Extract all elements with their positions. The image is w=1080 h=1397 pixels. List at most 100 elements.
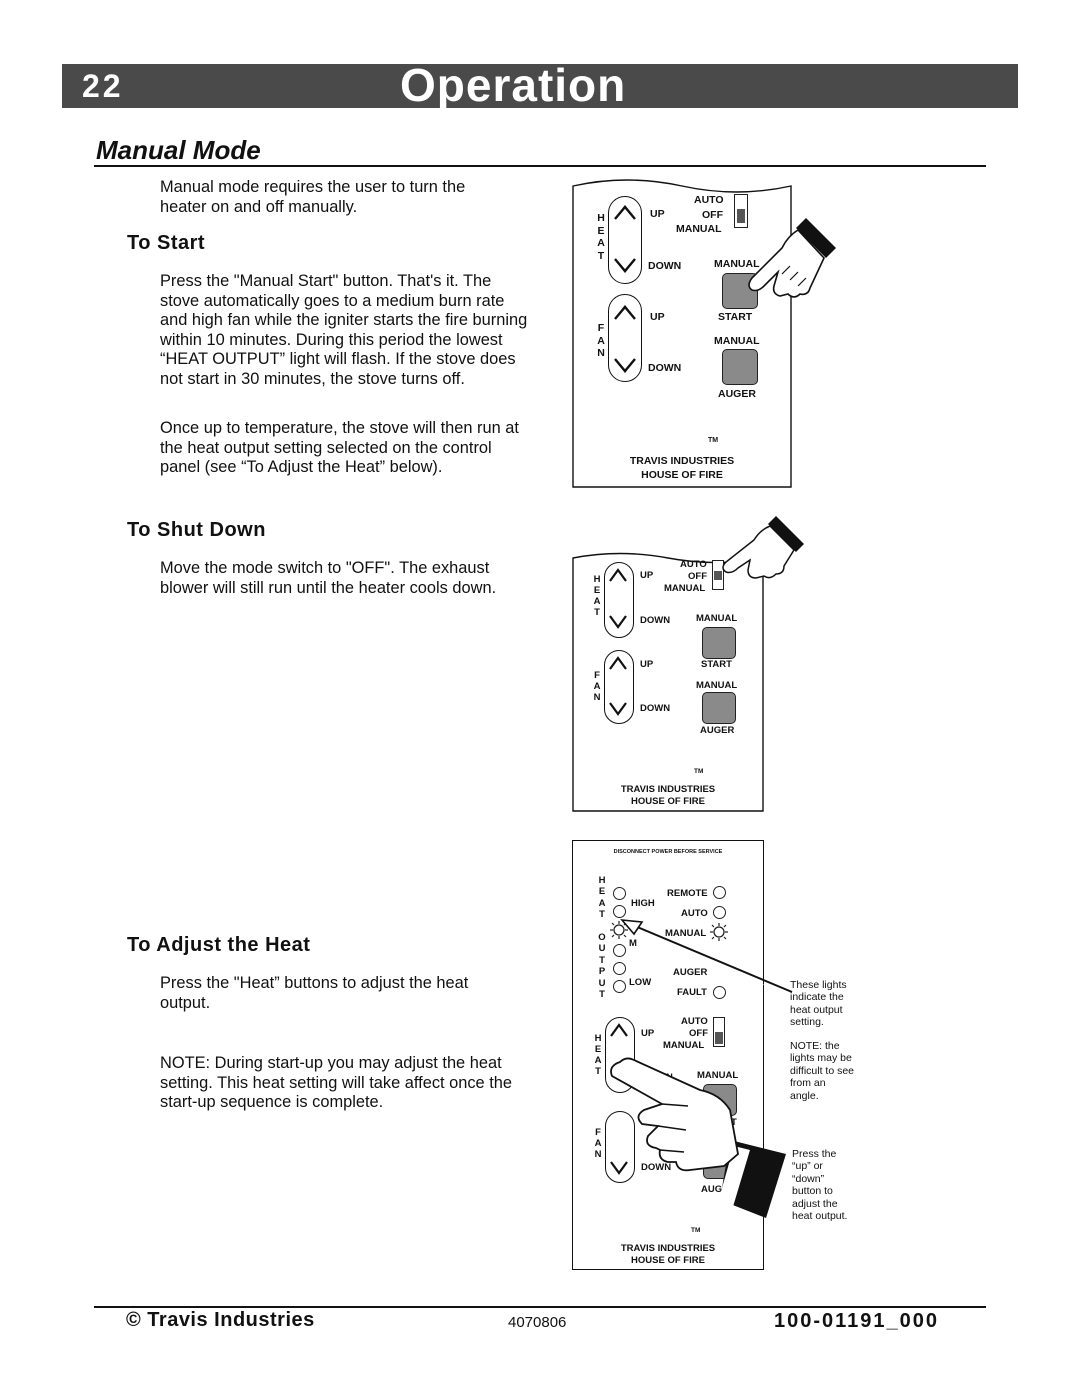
manual-auger-button[interactable] bbox=[702, 692, 736, 724]
brand-line-1: TRAVIS INDUSTRIES bbox=[629, 455, 735, 467]
heat-rocker[interactable] bbox=[605, 1017, 635, 1093]
fault-led bbox=[713, 986, 726, 999]
fan-down-label-partial: DOWN bbox=[641, 1162, 672, 1173]
fan-rocker[interactable] bbox=[608, 294, 642, 382]
mode-switch[interactable] bbox=[734, 194, 748, 228]
heat-letter-t: T bbox=[595, 1066, 601, 1077]
brand-line-2: HOUSE OF FIRE bbox=[631, 1255, 705, 1266]
manual-mode-label: MANUAL bbox=[664, 583, 706, 594]
off-label: OFF bbox=[689, 1028, 708, 1039]
mode-switch[interactable] bbox=[713, 1017, 725, 1047]
page-title: Operation bbox=[400, 59, 627, 111]
start-label: START bbox=[718, 311, 753, 323]
heat-up-arrow-icon[interactable] bbox=[609, 1021, 629, 1044]
heat-up-arrow-icon[interactable] bbox=[613, 202, 637, 227]
start-label-partial: T bbox=[731, 1117, 737, 1128]
remote-led bbox=[713, 886, 726, 899]
to-adjust-paragraph: Press the "Heat” buttons to adjust the h… bbox=[160, 974, 469, 1012]
fan-letter-f: F bbox=[595, 1127, 601, 1138]
control-panel-start: H E A T UP DOWN AUTO OFF MANUAL MANUAL S… bbox=[572, 172, 792, 488]
to-adjust-note: NOTE: During start-up you may adjust the… bbox=[160, 1054, 512, 1111]
fan-rocker[interactable] bbox=[604, 650, 634, 724]
to-start-heading: To Start bbox=[127, 232, 206, 254]
lights-note: These lights indicate the heat output se… bbox=[790, 979, 847, 1029]
medium-label-partial: M bbox=[629, 938, 637, 949]
heat-down-arrow-icon[interactable] bbox=[608, 613, 628, 636]
to-start-paragraph-2: Once up to temperature, the stove will t… bbox=[160, 419, 519, 476]
heat-letter-a: A bbox=[594, 1055, 602, 1066]
heat-letter-h: H bbox=[593, 574, 601, 585]
auto-status-label: AUTO bbox=[681, 908, 708, 919]
fan-up-arrow-icon[interactable] bbox=[613, 302, 637, 327]
heat-letter-t: T bbox=[594, 607, 600, 618]
to-shut-down-heading: To Shut Down bbox=[127, 519, 266, 541]
fault-label: FAULT bbox=[677, 987, 707, 998]
heat-output-led bbox=[613, 944, 626, 957]
heat-letter-e: E bbox=[594, 1044, 602, 1055]
heat-letter-e: E bbox=[593, 585, 601, 596]
output-letter: U bbox=[598, 977, 606, 989]
off-label: OFF bbox=[702, 209, 723, 221]
heat-output-led bbox=[613, 962, 626, 975]
remote-label: REMOTE bbox=[667, 888, 708, 899]
fan-letter-f: F bbox=[594, 670, 600, 681]
fan-letter-a: A bbox=[593, 681, 601, 692]
page-number: 22 bbox=[82, 68, 124, 104]
auto-label: AUTO bbox=[694, 194, 724, 206]
to-start-paragraph-1: Press the "Manual Start" button. That's … bbox=[160, 272, 528, 388]
pointing-hand-icon bbox=[716, 512, 808, 589]
heat-output-led bbox=[613, 887, 626, 900]
heat-letter-h: H bbox=[594, 1033, 602, 1044]
mode-switch[interactable] bbox=[712, 560, 724, 590]
pointing-hand-icon bbox=[738, 214, 838, 319]
fan-down-arrow-icon[interactable] bbox=[608, 700, 628, 723]
heat-output-led bbox=[613, 905, 626, 918]
off-label: OFF bbox=[688, 571, 707, 582]
output-letter: E bbox=[598, 886, 606, 898]
heat-output-led-flashing-icon bbox=[610, 921, 628, 944]
heat-down-arrow-icon[interactable] bbox=[613, 256, 637, 281]
heat-letter-t: T bbox=[597, 249, 605, 262]
heat-rocker[interactable] bbox=[608, 196, 642, 284]
heat-rocker[interactable] bbox=[604, 562, 634, 638]
manual-auger-button[interactable] bbox=[722, 349, 758, 385]
heat-letter-h: H bbox=[597, 212, 605, 224]
section-title: Manual Mode bbox=[96, 135, 261, 165]
fan-down-arrow-icon[interactable] bbox=[613, 356, 637, 381]
angle-note: NOTE: the lights may be difficult to see… bbox=[790, 1040, 855, 1102]
output-letter: U bbox=[598, 943, 606, 955]
heat-up-arrow-icon[interactable] bbox=[608, 566, 628, 589]
fan-up-arrow-icon[interactable] bbox=[608, 654, 628, 677]
manual-start-label-top: MANUAL bbox=[696, 613, 738, 624]
auto-label: AUTO bbox=[680, 559, 707, 570]
fan-letter-n: N bbox=[593, 692, 601, 703]
heat-letter-a: A bbox=[597, 237, 605, 249]
fan-letter-a: A bbox=[594, 1138, 602, 1149]
brand-line-1: TRAVIS INDUSTRIES bbox=[620, 1243, 716, 1254]
fan-rocker[interactable] bbox=[605, 1111, 635, 1183]
output-letter: T bbox=[599, 909, 605, 921]
trademark-label: TM bbox=[708, 437, 719, 444]
fan-letter-f: F bbox=[597, 322, 605, 334]
fan-down-label: DOWN bbox=[648, 362, 682, 374]
auto-led bbox=[713, 906, 726, 919]
manual-start-button[interactable] bbox=[702, 627, 736, 659]
panel-outline bbox=[572, 179, 792, 488]
manual-start-button[interactable] bbox=[722, 273, 758, 309]
footer-part-number: 100-01191_000 bbox=[774, 1310, 940, 1332]
manual-auger-label-top: MANUAL bbox=[696, 680, 738, 691]
heat-output-led bbox=[613, 980, 626, 993]
heat-letter-e: E bbox=[597, 224, 605, 237]
start-label: START bbox=[701, 659, 732, 670]
fan-letter-n: N bbox=[594, 1149, 602, 1160]
output-letter: H bbox=[598, 875, 606, 886]
auger-status-label: AUGER bbox=[673, 967, 708, 978]
manual-start-label-top: MANUAL bbox=[714, 258, 760, 270]
heat-letter-a: A bbox=[593, 596, 601, 607]
fan-down-arrow-icon[interactable] bbox=[609, 1159, 629, 1182]
manual-led-flashing-icon bbox=[710, 923, 728, 946]
brand-line-2: HOUSE OF FIRE bbox=[641, 469, 723, 481]
footer-divider bbox=[94, 1306, 986, 1308]
auger-label: AUGER bbox=[718, 388, 756, 400]
output-letter: P bbox=[598, 966, 606, 978]
